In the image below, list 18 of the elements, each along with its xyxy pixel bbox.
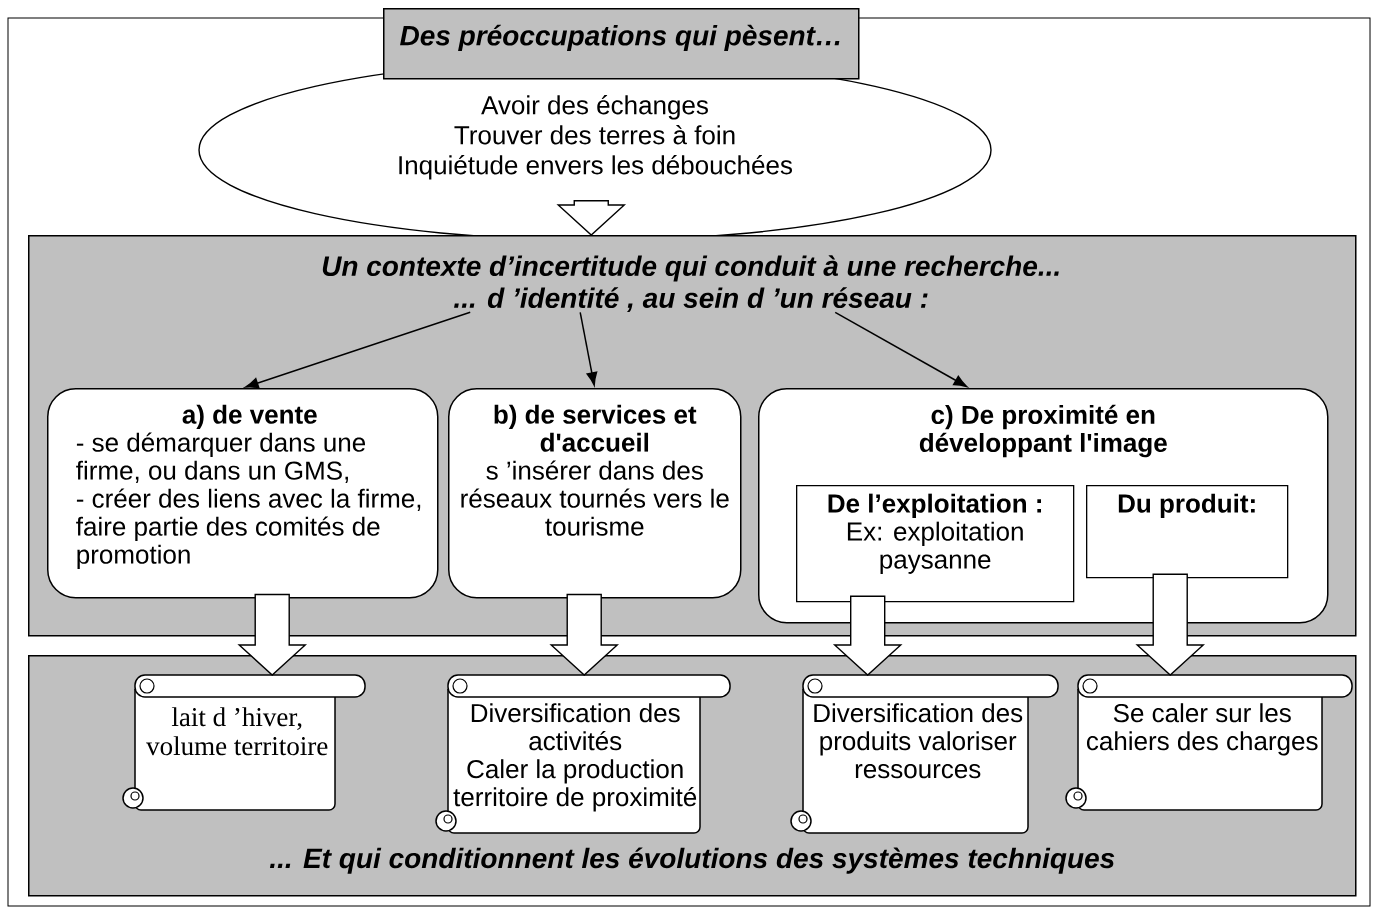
arrow (244, 311, 471, 389)
scroll-box: Diversification des activités Caler la production territoire de proximité (435, 674, 731, 834)
rounded-box: a) de vente - se démarquer dans une firme, ou dans un GMS, - créer des liens avec la firme, faire partie des comités de promotion (47, 388, 439, 599)
block-arrow (237, 593, 308, 676)
scroll-box: Diversification des produits valoriser ressources (790, 674, 1059, 834)
block-arrow (1135, 573, 1206, 676)
heading-text: Un contexte d’incertitude qui conduit à une recherche... ... d ’identité , au sein d ’un réseau : (322, 255, 1059, 313)
arrow (579, 311, 598, 386)
text-box: De l’exploitation : Ex: exploitation paysanne (796, 485, 1075, 603)
title-box: Des préoccupations qui pèsent… (383, 8, 860, 80)
block-arrow (549, 593, 620, 676)
arrow (834, 311, 968, 388)
rounded-box: b) de services et d'accueil s ’insérer dans des réseaux tournés vers le tourisme (448, 388, 742, 599)
scroll-box: Se caler sur les cahiers des charges (1065, 674, 1353, 811)
block-arrow (556, 200, 627, 236)
text-box: Du produit: (1086, 485, 1289, 579)
block-arrow (832, 595, 903, 676)
scroll-box: lait d ’hiver, volume territoire (122, 674, 366, 811)
